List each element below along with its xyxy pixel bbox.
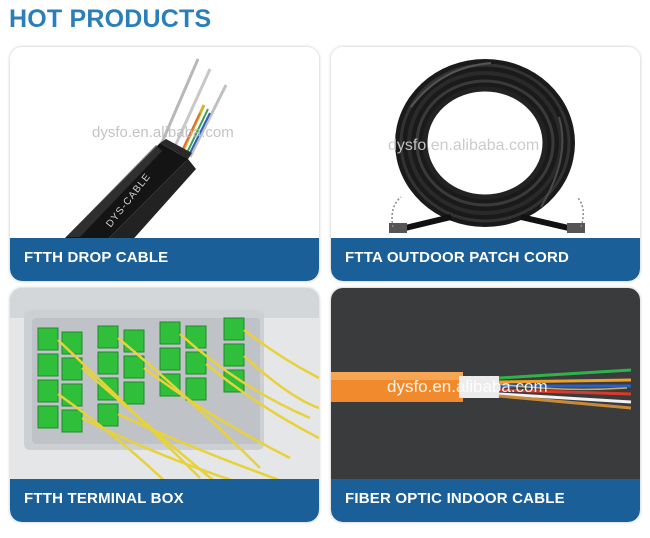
product-card-fiber-optic-indoor-cable[interactable]: dysfo.en.alibaba.com FIBER OPTIC INDOOR … bbox=[331, 288, 640, 522]
indoor-cable-photo[interactable]: dysfo.en.alibaba.com bbox=[331, 288, 640, 486]
product-card-ftth-drop-cable[interactable]: dysfo.en.alibaba.com DYS-CABLE FTTH DROP… bbox=[10, 47, 319, 281]
product-caption: FIBER OPTIC INDOOR CABLE bbox=[345, 490, 565, 507]
page-title: HOT PRODUCTS bbox=[9, 5, 212, 33]
product-caption-bar: FTTH TERMINAL BOX bbox=[10, 479, 319, 522]
product-caption-bar: FIBER OPTIC INDOOR CABLE bbox=[331, 479, 640, 522]
product-caption: FTTH TERMINAL BOX bbox=[24, 490, 184, 507]
product-caption-bar: FTTH DROP CABLE bbox=[10, 238, 319, 281]
patch-cord-coil-photo[interactable]: dysfo.en.alibaba.com bbox=[331, 47, 640, 245]
drop-cable-photo[interactable]: dysfo.en.alibaba.com DYS-CABLE bbox=[10, 47, 319, 245]
product-card-ftta-outdoor-patch-cord[interactable]: dysfo.en.alibaba.com FTTA OUTDOOR PATCH … bbox=[331, 47, 640, 281]
product-caption: FTTH DROP CABLE bbox=[24, 249, 169, 266]
product-caption-bar: FTTA OUTDOOR PATCH CORD bbox=[331, 238, 640, 281]
product-card-ftth-terminal-box[interactable]: FTTH TERMINAL BOX bbox=[10, 288, 319, 522]
terminal-box-photo[interactable] bbox=[10, 288, 319, 486]
product-caption: FTTA OUTDOOR PATCH CORD bbox=[345, 249, 570, 266]
